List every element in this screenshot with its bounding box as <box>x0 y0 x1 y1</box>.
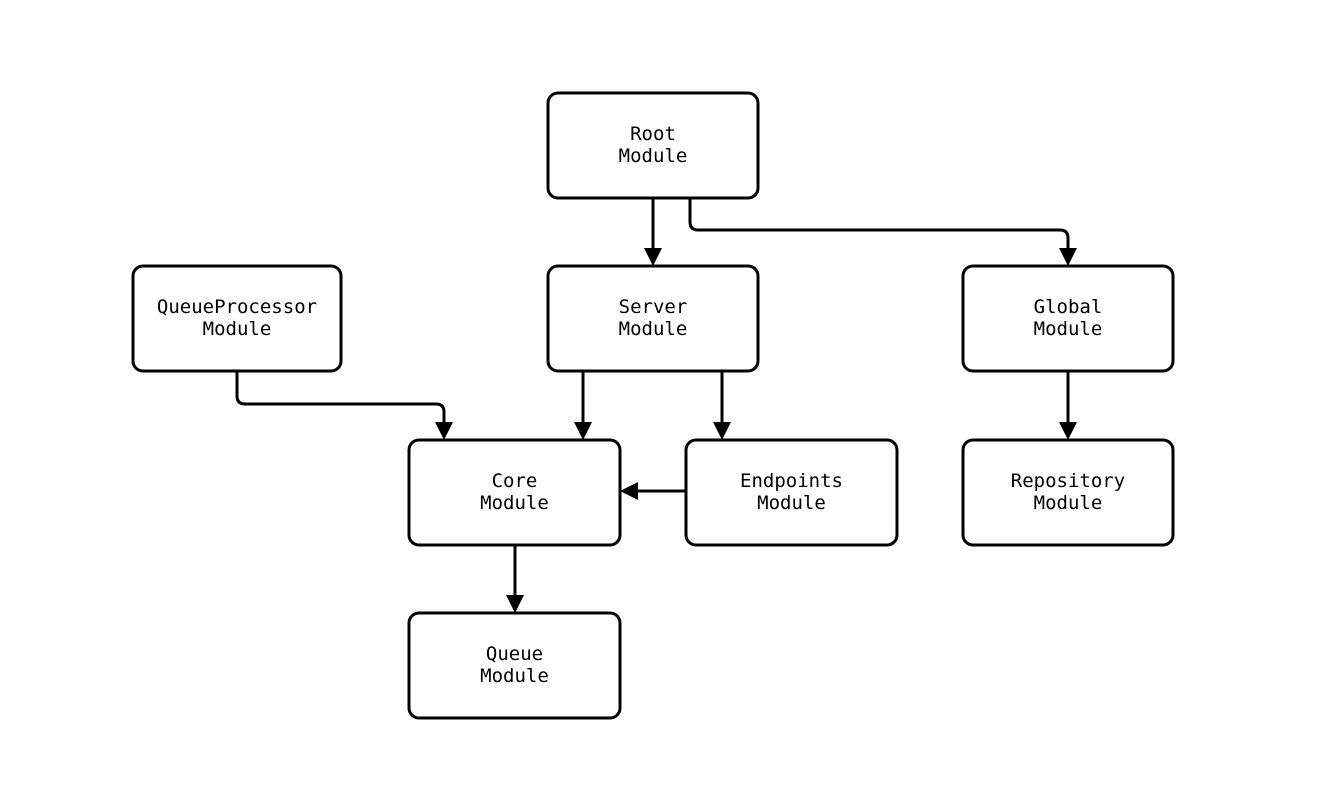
node-label-line2: Module <box>1034 318 1103 340</box>
node-box-repository[interactable] <box>961 438 1175 547</box>
arrowhead-icon <box>506 595 524 613</box>
edge-line <box>235 371 446 424</box>
edge-root-to-server <box>644 198 662 266</box>
arrowhead-icon <box>1059 422 1077 440</box>
edge-server-to-core <box>574 371 592 440</box>
node-label-line2: Module <box>757 492 826 514</box>
node-label-line2: Module <box>619 145 688 167</box>
node-label-line1: Queue <box>486 643 543 665</box>
node-label-line2: Module <box>203 318 272 340</box>
edge-endpoints-to-core <box>620 482 686 500</box>
node-label-line2: Module <box>1034 492 1103 514</box>
edge-queueprocessor-to-core <box>235 371 453 440</box>
arrowhead-icon <box>620 482 638 500</box>
node-label-line1: Global <box>1034 296 1103 318</box>
node-box-global[interactable] <box>961 264 1175 373</box>
node-label-line1: Root <box>630 123 676 145</box>
edges-layer <box>235 198 1077 613</box>
node-label-line2: Module <box>480 492 549 514</box>
arrowhead-icon <box>574 422 592 440</box>
edge-line <box>688 198 1070 250</box>
nodes-layer: RootModuleQueueProcessorModuleServerModu… <box>131 91 1175 720</box>
edge-root-to-global <box>688 198 1077 266</box>
node-box-core[interactable] <box>407 438 622 547</box>
node-box-server[interactable] <box>546 264 760 373</box>
arrowhead-icon <box>435 422 453 440</box>
node-label-line2: Module <box>619 318 688 340</box>
node-box-queue[interactable] <box>407 611 622 720</box>
node-box-root[interactable] <box>546 91 760 200</box>
edge-global-to-repository <box>1059 371 1077 440</box>
arrowhead-icon <box>1059 248 1077 266</box>
arrowhead-icon <box>713 422 731 440</box>
edge-core-to-queue <box>506 545 524 613</box>
node-box-queueprocessor[interactable] <box>131 264 343 373</box>
node-label-line1: Core <box>492 470 538 492</box>
node-label-line2: Module <box>480 665 549 687</box>
edge-server-to-endpoints <box>713 371 731 440</box>
node-box-endpoints[interactable] <box>684 438 899 547</box>
node-label-line1: Endpoints <box>740 470 843 492</box>
arrowhead-icon <box>644 248 662 266</box>
node-label-line1: QueueProcessor <box>157 296 317 318</box>
node-label-line1: Repository <box>1011 470 1125 492</box>
node-label-line1: Server <box>619 296 688 318</box>
